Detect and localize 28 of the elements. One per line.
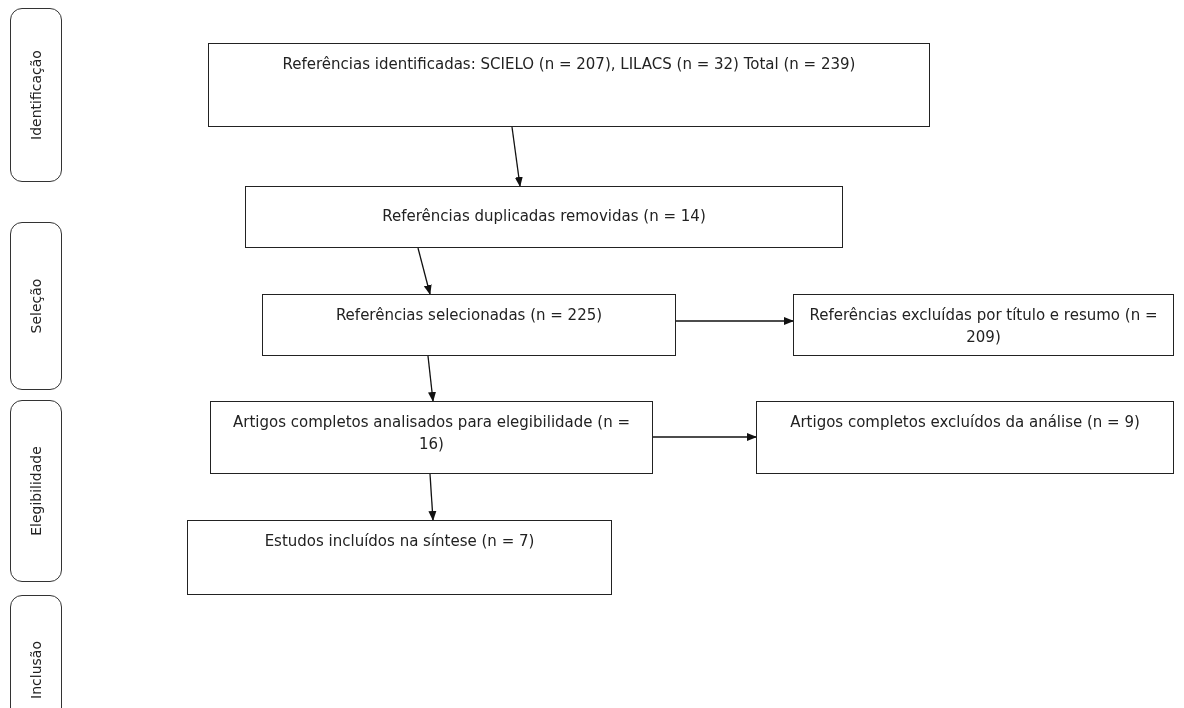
arrow — [417, 247, 432, 295]
stage-band — [10, 595, 62, 708]
box-text: Estudos incluídos na síntese (n = 7) — [264, 531, 535, 552]
stage-band — [10, 222, 62, 390]
process-box — [262, 294, 676, 356]
stage-label: Identificação — [28, 50, 44, 140]
box-text: Artigos completos excluídos da análise (n = 9) — [790, 412, 1140, 433]
box-text: Referências excluídas por título e resumo (n = 209) — [808, 305, 1159, 348]
process-box — [245, 186, 843, 248]
stage-label: Elegibilidade — [28, 446, 44, 536]
stage-band — [10, 400, 62, 582]
box-text: Referências selecionadas (n = 225) — [335, 305, 603, 326]
stage-label: Inclusão — [28, 641, 44, 699]
arrow — [652, 433, 757, 441]
process-box — [187, 520, 612, 595]
process-box — [756, 401, 1174, 474]
stage-label: Seleção — [28, 278, 44, 334]
process-box — [208, 43, 930, 127]
arrow — [675, 317, 794, 325]
arrow — [427, 355, 436, 402]
process-box — [210, 401, 653, 474]
box-text: Referências duplicadas removidas (n = 14) — [382, 206, 706, 228]
arrow — [428, 473, 437, 521]
process-box — [793, 294, 1174, 356]
box-text: Referências identificadas: SCIELO (n = 207), LILACS (n = 32) Total (n = 239) — [282, 54, 856, 75]
box-text: Artigos completos analisados para elegibilidade (n = 16) — [232, 412, 631, 455]
arrow — [511, 126, 523, 187]
stage-band — [10, 8, 62, 182]
